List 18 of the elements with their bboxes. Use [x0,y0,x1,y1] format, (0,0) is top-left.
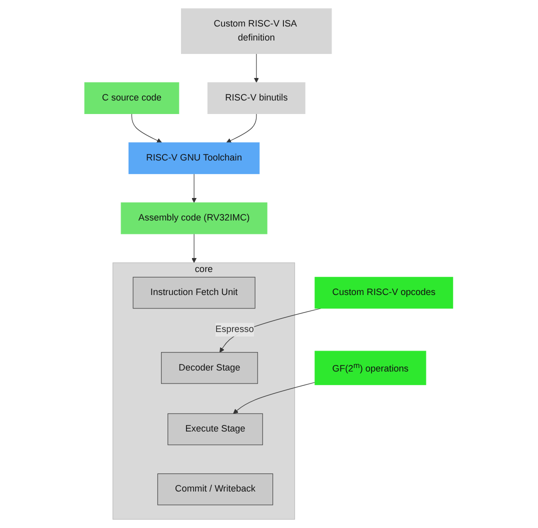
node-box: C source code [84,82,180,114]
node-box: Execute Stage [168,413,264,446]
arrow [192,234,197,263]
arrow [226,113,257,143]
node-box: Assembly code (RV32IMC) [121,202,268,234]
node-box: Custom RISC-V ISA definition [181,8,332,54]
arrow [233,382,316,414]
node-box: Instruction Fetch Unit [133,276,256,309]
node-box: RISC-V binutils [208,82,306,114]
arrow [132,113,162,143]
edge-label: Espresso [216,324,254,334]
node-box: GF(2$^{m}$) operations [314,350,426,386]
node-box: RISC-V GNU Toolchain [128,142,260,174]
node-box: Commit / Writeback [158,473,274,506]
arrow [192,174,197,203]
arrow [254,53,260,83]
node-box: Decoder Stage [161,352,258,384]
node-box: Custom RISC-V opcodes [314,276,454,309]
